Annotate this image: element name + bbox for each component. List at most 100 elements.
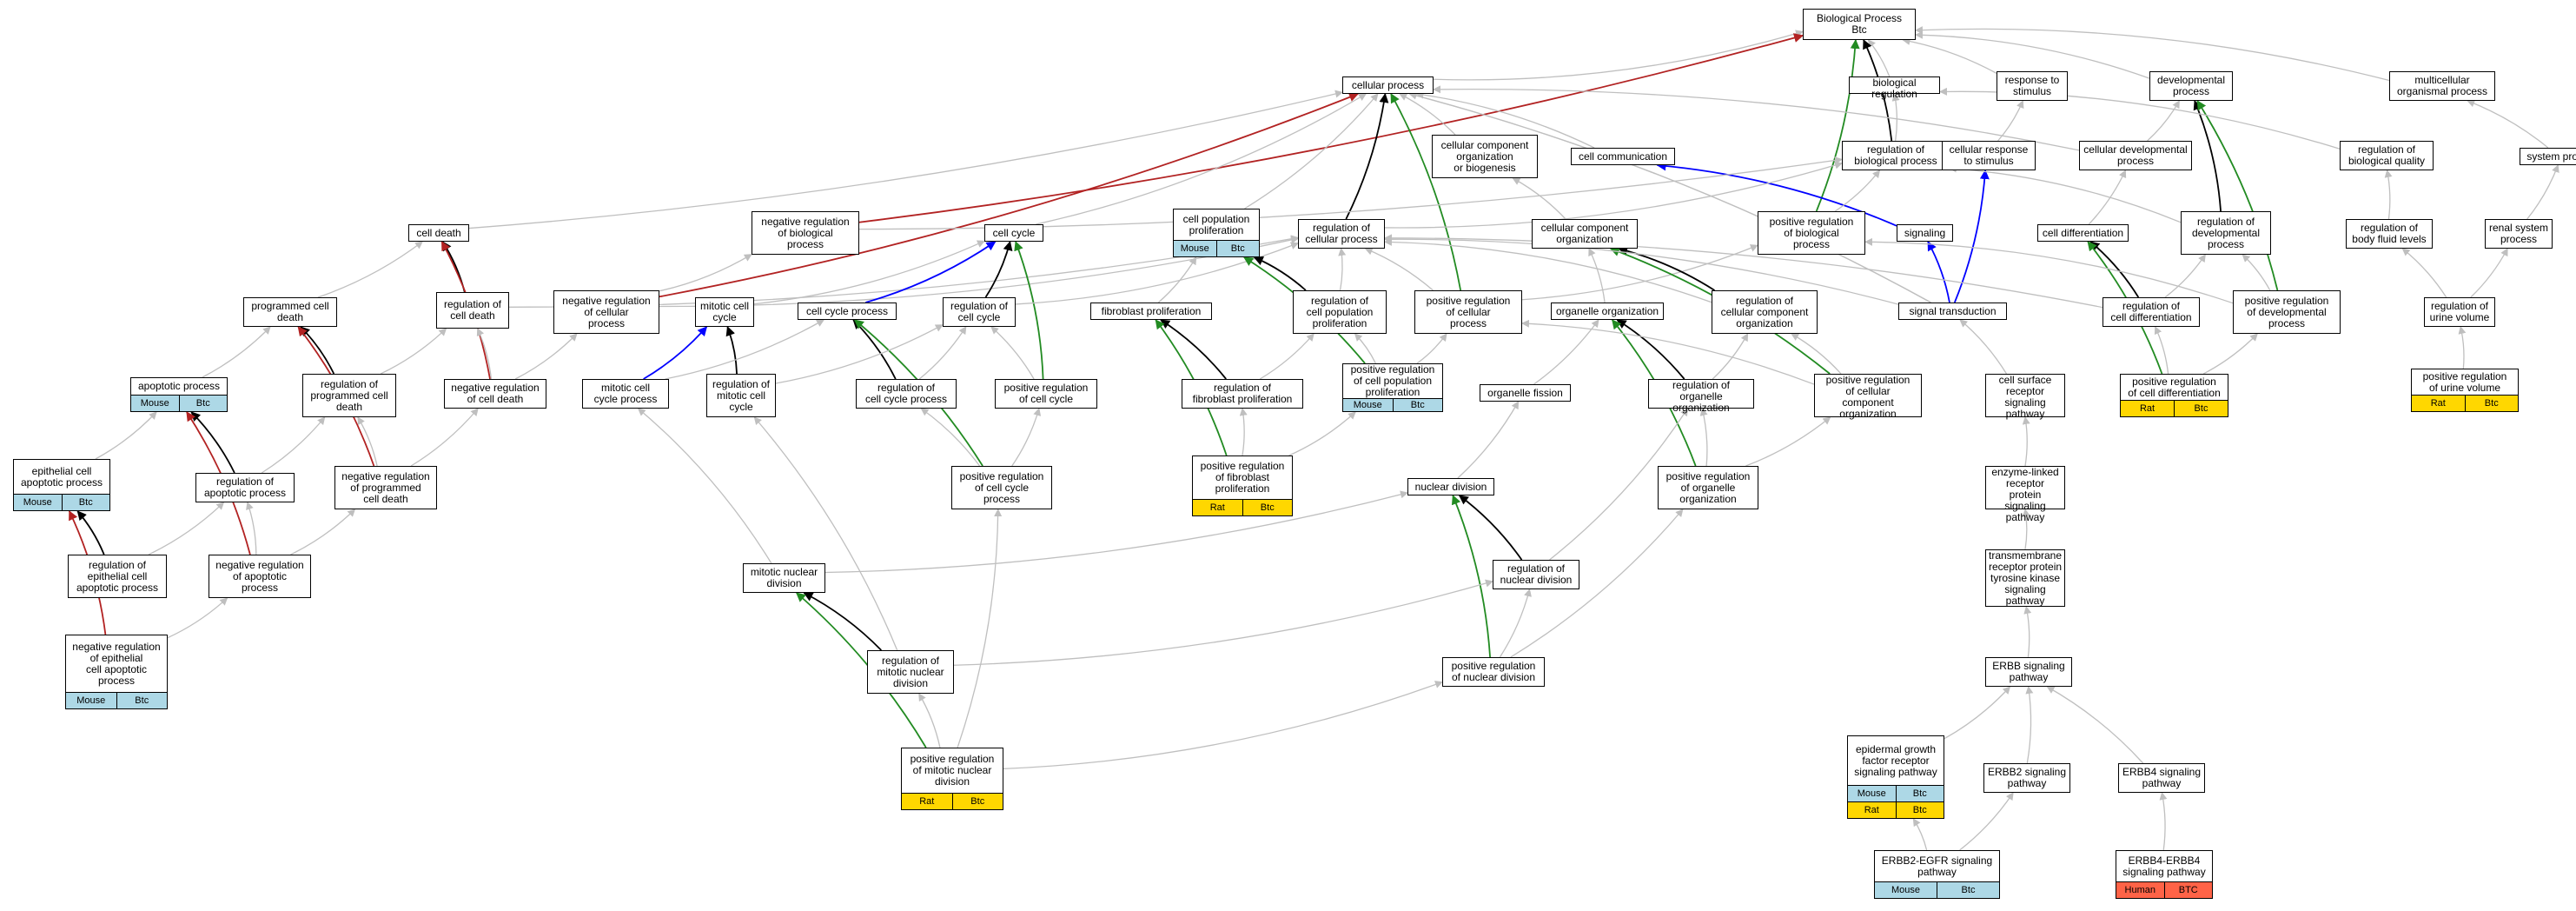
go-term-label: positive regulation of cell cycle — [1003, 382, 1089, 405]
go-term-label: cellular component organization — [1540, 222, 1629, 245]
go-term-rcpp: regulation of cell population proliferat… — [1293, 290, 1387, 334]
relation-edge-red — [659, 92, 1359, 298]
go-term-label: organelle fission — [1487, 386, 1563, 399]
go-term-rccp: regulation of cell cycle process — [856, 379, 957, 409]
relation-edge-black — [1618, 246, 1715, 291]
relation-edge-gray — [2458, 326, 2467, 369]
species-label: Mouse — [140, 398, 169, 409]
go-term-nrcd: negative regulation of cell death — [444, 379, 546, 409]
relation-edge-gray — [1512, 177, 1566, 220]
relation-edge-black — [2089, 241, 2140, 298]
relation-edge-black — [1616, 319, 1685, 380]
relation-edge-green — [2196, 100, 2279, 291]
relation-edge-gray — [2046, 686, 2144, 764]
go-term-mccp: mitotic cell cycle process — [582, 379, 669, 409]
relation-edge-gray — [1959, 319, 2008, 375]
go-term-rbp: regulation of biological process — [1842, 141, 1950, 170]
relation-edge-black — [803, 592, 882, 651]
go-term-label: signal transduction — [1909, 304, 1997, 317]
go-term-cco: cellular component organization — [1532, 219, 1638, 249]
species-label: Rat — [1864, 805, 1879, 815]
relation-edge-green — [1390, 93, 1462, 291]
go-term-nreap: negative regulation of epithelial cell a… — [65, 635, 168, 709]
go-term-st: signal transduction — [1898, 303, 2007, 320]
go-term-label: developmental process — [2156, 74, 2226, 97]
species-label: Human — [2124, 885, 2155, 895]
relation-edge-gray — [1003, 681, 1443, 770]
gene-label: Btc — [1215, 241, 1260, 256]
species-label: Mouse — [76, 695, 106, 706]
go-term-label: mitotic nuclear division — [750, 566, 818, 589]
go-term-label: positive regulation of organelle organiz… — [1665, 469, 1751, 505]
go-term-cp: cellular process — [1342, 76, 1434, 94]
go-term-label: regulation of epithelial cell apoptotic … — [76, 558, 159, 594]
go-term-label: response to stimulus — [2004, 74, 2060, 97]
go-term-trptk: transmembrane receptor protein tyrosine … — [1985, 549, 2065, 607]
go-term-label: mitotic cell cycle process — [593, 382, 658, 405]
go-term-label: negative regulation of cellular process — [562, 294, 651, 329]
relation-edge-gray — [1510, 509, 1684, 658]
relation-edge-gray — [2022, 509, 2030, 550]
species-label: Rat — [2139, 403, 2155, 414]
relation-edge-gray — [1959, 792, 2014, 851]
relation-edge-gray — [246, 502, 257, 555]
relation-edge-gray — [1944, 686, 2011, 740]
go-term-label: regulation of biological quality — [2348, 143, 2426, 167]
relation-edge-black — [725, 326, 738, 375]
relation-edge-gray — [290, 509, 356, 555]
relation-edge-gray — [514, 333, 578, 380]
relation-edge-black — [1253, 256, 1307, 291]
go-term-egfr: epidermal growth factor receptor signali… — [1847, 735, 1944, 819]
go-term-comm: cell communication — [1571, 148, 1675, 165]
species-label: Rat — [1209, 502, 1225, 513]
go-term-erbb: ERBB signaling pathway — [1985, 657, 2072, 687]
relation-edge-gray — [1549, 408, 1689, 561]
relation-edge-gray — [637, 408, 772, 564]
go-term-label: positive regulation of urine volume — [2422, 369, 2507, 394]
relation-edge-gray — [1364, 247, 1434, 291]
go-term-label: negative regulation of epithelial cell a… — [72, 640, 161, 687]
go-term-label: regulation of body fluid levels — [2352, 222, 2427, 245]
go-term-label: positive regulation of mitotic nuclear d… — [910, 753, 995, 788]
go-term-label: ERBB2-EGFR signaling pathway — [1881, 854, 1993, 878]
go-term-prorg: positive regulation of organelle organiz… — [1658, 466, 1758, 509]
go-term-rap: regulation of apoptotic process — [195, 473, 295, 502]
relation-edge-gray — [95, 411, 157, 460]
go-term-prcpp: positive regulation of cell population p… — [1342, 363, 1443, 412]
go-term-prccp: positive regulation of cell cycle proces… — [951, 466, 1052, 509]
go-term-reap: regulation of epithelial cell apoptotic … — [68, 555, 167, 598]
go-term-prcco: positive regulation of cellular componen… — [1814, 374, 1922, 420]
go-term-prmnd: positive regulation of mitotic nuclear d… — [901, 748, 1003, 810]
gene-label: Btc — [1392, 399, 1443, 411]
relation-edge-gray — [953, 579, 1493, 666]
go-term-label: ERBB4-ERBB4 signaling pathway — [2122, 854, 2206, 878]
go-term-label: biological regulation — [1871, 76, 1917, 100]
go-term-nrap: negative regulation of apoptotic process — [209, 555, 311, 598]
go-term-label: positive regulation of cell population p… — [1350, 363, 1435, 398]
go-term-label: regulation of apoptotic process — [203, 475, 287, 499]
relation-edge-black — [984, 241, 1013, 298]
go-term-label: positive regulation of biological proces… — [1769, 215, 1854, 250]
go-term-label: regulation of developmental process — [2191, 215, 2261, 250]
relation-edge-gray — [2384, 170, 2393, 220]
go-term-label: cellular developmental process — [2083, 143, 2188, 167]
go-term-prcdiff: positive regulation of cell differentiat… — [2120, 374, 2228, 417]
go-term-cdev: cellular developmental process — [2079, 141, 2192, 170]
relation-edge-gray — [468, 90, 1343, 229]
relation-edge-blue — [1656, 161, 1897, 227]
go-term-csrsp: cell surface receptor signaling pathway — [1985, 374, 2065, 420]
relation-edge-blue — [865, 241, 997, 303]
relation-edge-gray — [2147, 100, 2180, 142]
go-term-label: renal system process — [2488, 222, 2549, 245]
relation-edge-gray — [918, 693, 941, 748]
relation-edge-green — [1815, 39, 1860, 212]
relation-edge-gray — [1015, 242, 1299, 305]
go-term-label: negative regulation of cell death — [451, 382, 540, 405]
relation-edge-gray — [1384, 234, 2103, 309]
go-term-prbp: positive regulation of biological proces… — [1758, 211, 1865, 255]
